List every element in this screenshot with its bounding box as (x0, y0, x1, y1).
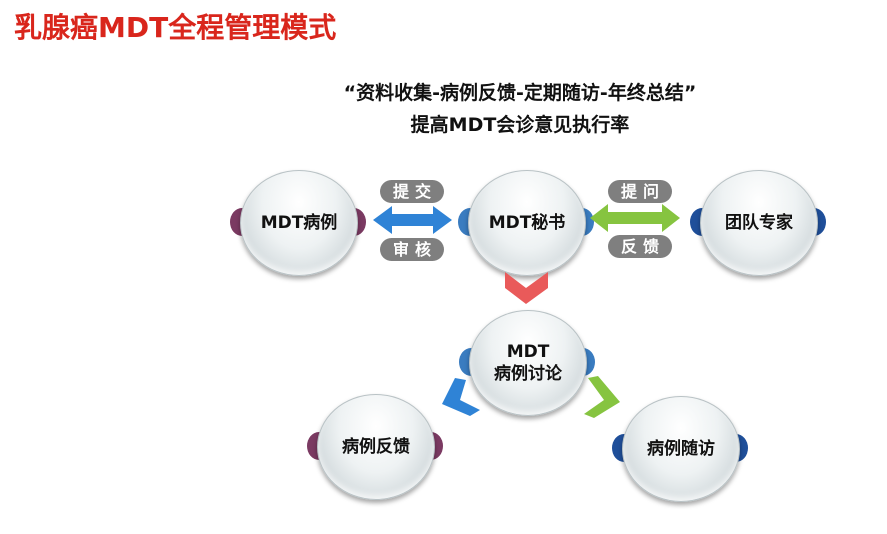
slide-title: 乳腺癌MDT全程管理模式 (14, 11, 337, 44)
node-case-feedback: 病例反馈 (307, 394, 443, 500)
label-ask: 提问 (608, 180, 672, 203)
label-submit: 提交 (380, 180, 444, 203)
subtitle-line2: 提高MDT会诊意见执行率 (410, 114, 630, 136)
subtitle-line1: “资料收集-病例反馈-定期随访-年终总结” (343, 82, 697, 104)
node-mdt-secretary: MDT秘书 (458, 170, 594, 276)
double-arrow-green-icon (590, 204, 680, 232)
label-reply: 反馈 (608, 235, 672, 258)
chevron-blue-icon (442, 378, 480, 416)
node-case-followup: 病例随访 (612, 396, 748, 502)
chevron-green-icon (584, 376, 620, 418)
node-mdt-case: MDT病例 (230, 170, 366, 276)
double-arrow-blue-icon (373, 206, 452, 234)
label-review: 审核 (380, 238, 444, 261)
chevron-down-red-icon (505, 272, 548, 304)
node-team-experts: 团队专家 (690, 170, 826, 276)
